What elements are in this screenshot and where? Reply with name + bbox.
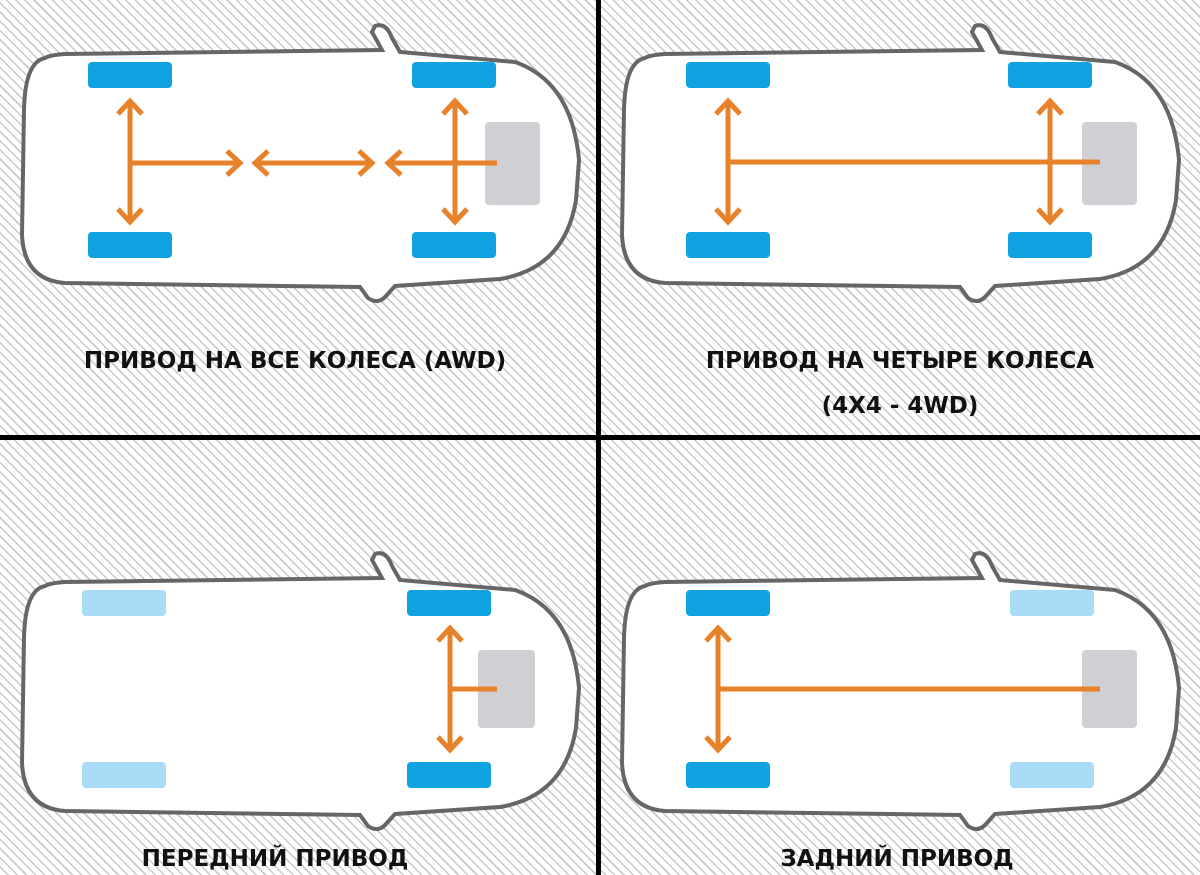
horizontal-divider	[0, 435, 1200, 440]
panel-label: ЗАДНИЙ ПРИВОД	[780, 844, 1013, 872]
panel-4wd: ПРИВОД НА ЧЕТЫРЕ КОЛЕСА (4X4 - 4WD)	[620, 23, 1181, 419]
wheel-front-left	[1010, 590, 1094, 616]
wheel-front-left	[407, 590, 491, 616]
panel-rwd: ЗАДНИЙ ПРИВОД	[620, 551, 1181, 872]
wheel-rear-right	[88, 232, 172, 258]
wheel-rear-left	[686, 62, 770, 88]
engine-block	[1082, 650, 1137, 728]
wheel-rear-right	[82, 762, 166, 788]
panel-label-line2: (4X4 - 4WD)	[822, 393, 979, 419]
panel-fwd: ПЕРЕДНИЙ ПРИВОД	[20, 551, 581, 872]
wheel-rear-left	[88, 62, 172, 88]
panel-label: ПРИВОД НА ВСЕ КОЛЕСА (AWD)	[84, 348, 506, 374]
wheel-front-right	[1010, 762, 1094, 788]
engine-block	[1082, 122, 1137, 205]
panel-awd: ПРИВОД НА ВСЕ КОЛЕСА (AWD)	[20, 23, 581, 374]
wheel-front-left	[1008, 62, 1092, 88]
drivetrain-arrows	[436, 624, 497, 754]
wheel-rear-left	[82, 590, 166, 616]
wheel-rear-right	[686, 762, 770, 788]
wheel-front-right	[412, 232, 496, 258]
wheel-front-right	[407, 762, 491, 788]
panel-label: ПЕРЕДНИЙ ПРИВОД	[142, 844, 409, 872]
wheel-rear-left	[686, 590, 770, 616]
wheel-front-right	[1008, 232, 1092, 258]
drivetrain-arrows	[704, 624, 1100, 754]
wheel-rear-right	[686, 232, 770, 258]
drivetrain-arrows	[116, 97, 497, 226]
engine-block	[485, 122, 540, 205]
wheel-front-left	[412, 62, 496, 88]
engine-block	[478, 650, 535, 728]
panel-label-line1: ПРИВОД НА ЧЕТЫРЕ КОЛЕСА	[706, 348, 1094, 374]
drivetrain-arrows	[714, 97, 1100, 226]
